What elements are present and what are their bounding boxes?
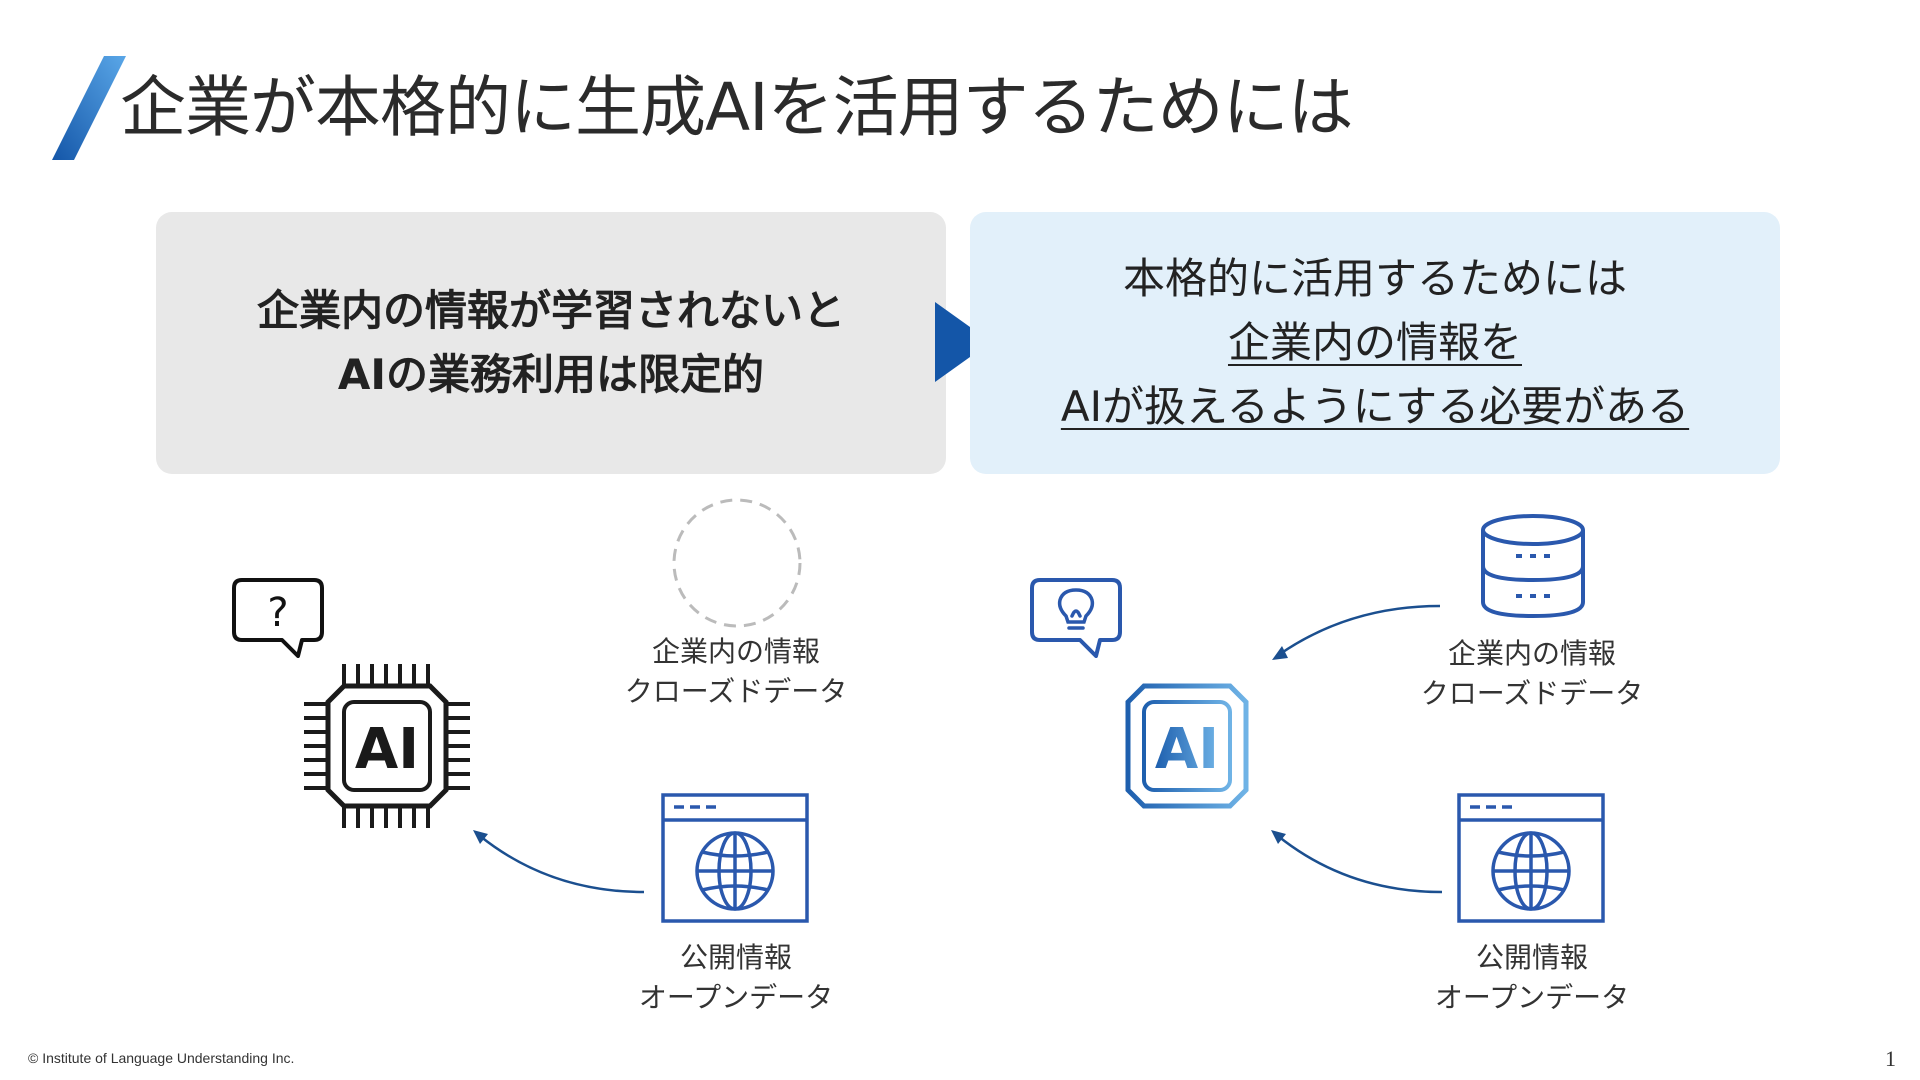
arrow-right-triangle-icon	[935, 302, 991, 382]
problem-panel: 企業内の情報が学習されないと AIの業務利用は限定的	[156, 212, 946, 474]
solution-panel: 本格的に活用するためには 企業内の情報を AIが扱えるようにする必要がある	[970, 212, 1780, 474]
closed-data-label-2: クローズドデータ	[624, 675, 848, 708]
closed-data-label-right: 企業内の情報 クローズドデータ	[1396, 634, 1668, 714]
arrow-open-to-chip-right	[1271, 830, 1443, 894]
lightbulb-bubble-icon	[1030, 578, 1122, 658]
solution-line-2: 企業内の情報を	[1227, 318, 1522, 367]
chip-ai-blue-icon: AI	[1104, 664, 1270, 828]
chip-label: AI	[355, 717, 419, 782]
browser-globe-icon	[661, 793, 809, 923]
open-data-label: 公開情報 オープンデータ	[600, 938, 872, 1018]
question-mark: ?	[267, 590, 288, 636]
chip-label-blue: AI	[1155, 717, 1219, 782]
database-icon	[1481, 514, 1585, 619]
solution-line-3: AIが扱えるようにする必要がある	[1060, 382, 1690, 431]
open-data-label-right: 公開情報 オープンデータ	[1396, 938, 1668, 1018]
closed-data-label: 企業内の情報 クローズドデータ	[600, 632, 872, 712]
copyright-footer: © Institute of Language Understanding In…	[28, 1050, 295, 1066]
problem-line-2: AIの業務利用は限定的	[337, 350, 765, 399]
arrow-closed-to-chip-right	[1272, 604, 1441, 660]
slash-accent-icon	[52, 56, 126, 160]
chip-ai-icon: AI	[304, 664, 470, 828]
solution-line-1: 本格的に活用するためには	[1122, 254, 1627, 303]
page-number: 1	[1885, 1046, 1896, 1071]
closed-data-label-right-1: 企業内の情報	[1447, 637, 1616, 670]
open-data-label-2: オープンデータ	[638, 981, 834, 1014]
arrow-open-to-chip-left	[473, 830, 645, 894]
dashed-circle-icon	[672, 498, 802, 628]
open-data-label-right-2: オープンデータ	[1434, 981, 1630, 1014]
open-data-label-right-1: 公開情報	[1475, 941, 1588, 974]
closed-data-label-right-2: クローズドデータ	[1420, 677, 1644, 710]
browser-globe-icon-right	[1457, 793, 1605, 923]
question-bubble-icon: ?	[232, 578, 324, 658]
page-title: 企業が本格的に生成AIを活用するためには	[120, 69, 1354, 146]
open-data-label-1: 公開情報	[679, 941, 792, 974]
problem-line-1: 企業内の情報が学習されないと	[256, 286, 845, 335]
closed-data-label-1: 企業内の情報	[651, 635, 820, 668]
